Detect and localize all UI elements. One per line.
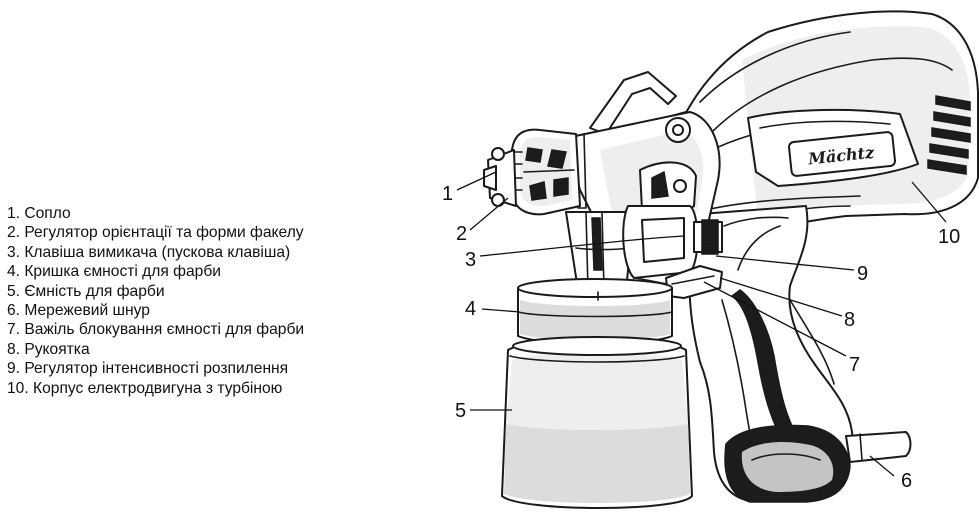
callout-8: 8 (844, 309, 855, 331)
flow-regulator-knob (693, 219, 723, 255)
legend-item-container-lid: 4. Кришка ємності для фарби (7, 263, 221, 281)
container-lid (517, 278, 673, 345)
callout-2: 2 (456, 223, 467, 245)
leader-line-4 (481, 308, 521, 313)
callout-10: 10 (938, 226, 960, 248)
legend-item-paint-container: 5. Ємність для фарби (7, 282, 165, 300)
callout-numbers: 1 2 3 4 5 6 7 8 9 10 (442, 183, 960, 492)
legend-item-flow-regulator: 9. Регулятор інтенсивності розпилення (7, 360, 289, 378)
legend-item-trigger: 3. Клавіша вимикача (пускова клавіша) (7, 243, 291, 261)
callout-6: 6 (901, 470, 912, 492)
legend-item-nozzle: 1. Сопло (7, 205, 71, 222)
leader-lines (456, 171, 947, 477)
motor-housing: Mächtz (669, 10, 979, 239)
callout-5: 5 (455, 400, 466, 422)
leader-line-10 (911, 181, 947, 223)
legend-item-spray-pattern-regulator: 2. Регулятор орієнтації та форми факелу (7, 224, 304, 242)
callout-1: 1 (442, 183, 453, 205)
callout-4: 4 (465, 298, 476, 320)
callout-9: 9 (857, 263, 868, 285)
leader-line-3 (479, 235, 685, 257)
vent-slots (927, 95, 971, 175)
callout-3: 3 (465, 249, 476, 271)
legend-item-container-lock-lever: 7. Важіль блокування ємності для фарби (7, 321, 305, 339)
parts-legend: 1. Сопло 2. Регулятор орієнтації та форм… (7, 204, 304, 398)
legend-item-power-cord: 6. Мережевий шнур (7, 302, 150, 320)
power-cord (845, 431, 912, 463)
leader-line-8 (719, 277, 843, 317)
leader-line-2 (469, 197, 509, 231)
leader-line-6 (869, 455, 895, 477)
legend-item-handle: 8. Рукоятка (7, 340, 90, 358)
leader-line-9 (715, 255, 855, 271)
nozzle-assembly (483, 128, 587, 216)
leader-line-1 (456, 171, 497, 191)
paint-container (501, 336, 693, 509)
callout-7: 7 (849, 354, 860, 376)
leader-line-7 (703, 281, 847, 357)
handle (688, 205, 854, 503)
legend-item-motor-housing: 10. Корпус електродвигуна з турбіною (7, 379, 283, 397)
